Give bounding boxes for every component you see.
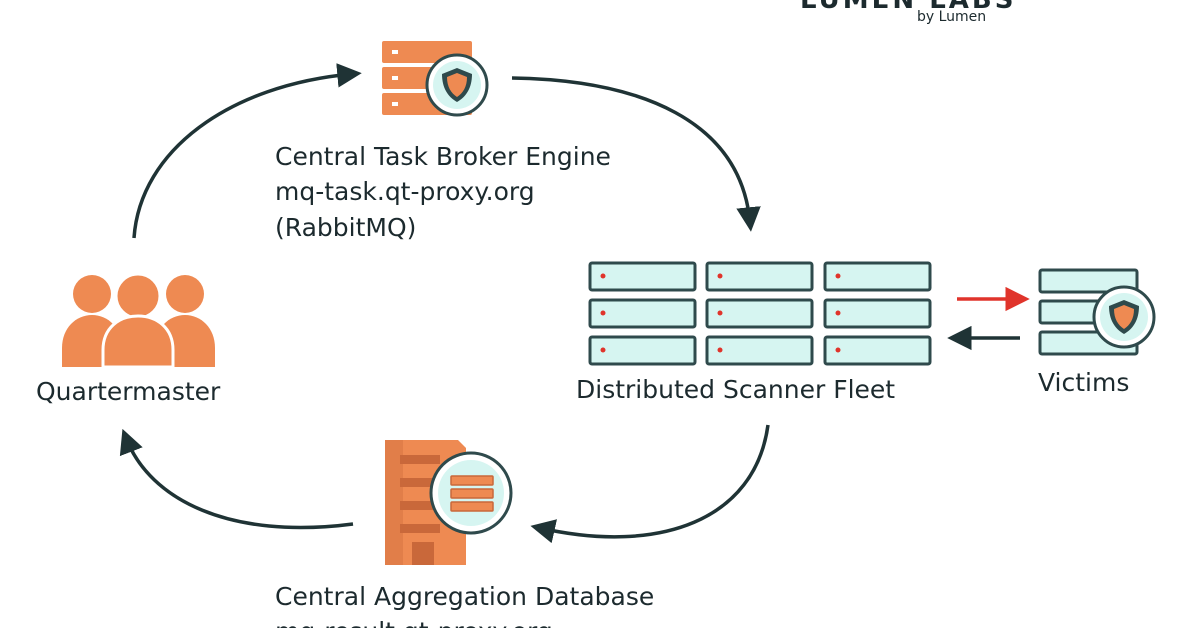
server-grid-icon xyxy=(588,261,932,366)
victims-label: Victims xyxy=(1038,368,1129,397)
arrow-broker-to-scanner xyxy=(511,76,761,232)
database-host: mq-result.qt-proxy.org xyxy=(275,617,553,628)
database-building-icon xyxy=(385,440,513,565)
brand-name: LUMEN LABS xyxy=(800,0,1016,15)
server-shield-icon xyxy=(1038,268,1156,356)
users-group-icon xyxy=(62,272,215,369)
arrow-database-to-quartermaster xyxy=(119,428,354,530)
broker-tech: (RabbitMQ) xyxy=(275,213,416,242)
broker-title: Central Task Broker Engine xyxy=(275,142,611,171)
quartermaster-label: Quartermaster xyxy=(36,377,221,406)
arrow-quartermaster-to-broker xyxy=(132,63,362,239)
arrow-scanner-to-database xyxy=(530,424,770,544)
server-shield-icon xyxy=(382,41,489,117)
scanner-label: Distributed Scanner Fleet xyxy=(576,375,895,404)
broker-host: mq-task.qt-proxy.org xyxy=(275,177,535,206)
brand-logo: LUMEN LABS by Lumen xyxy=(800,0,1016,25)
database-title: Central Aggregation Database xyxy=(275,582,654,611)
brand-tagline: by Lumen xyxy=(917,9,986,25)
